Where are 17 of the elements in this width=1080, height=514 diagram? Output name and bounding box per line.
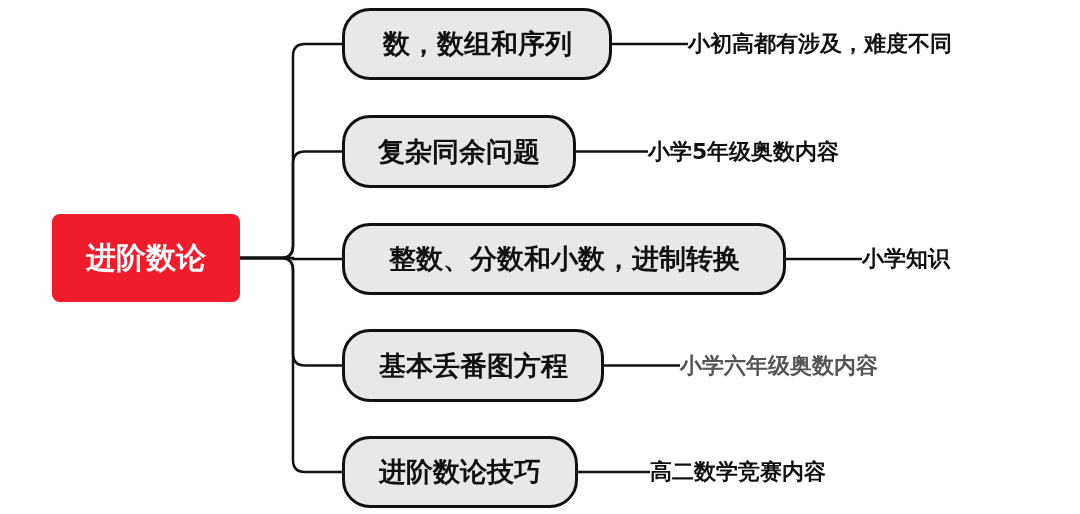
topic-box: 复杂同余问题 (342, 115, 576, 188)
connector-line (612, 42, 688, 46)
note-text: 小学5年级奥数内容 (648, 136, 888, 168)
connector-line (240, 256, 342, 474)
note-text: 高二数学竞赛内容 (650, 456, 872, 488)
topic-box: 进阶数论技巧 (342, 436, 578, 508)
connector-line (604, 364, 680, 367)
note-text: 小初高都有涉及，难度不同 (688, 28, 1018, 60)
note-text: 小学六年级奥数内容 (680, 350, 930, 382)
topic-box: 整数、分数和小数，进制转换 (342, 223, 786, 295)
connector-line (578, 470, 650, 474)
topic-box: 数，数组和序列 (342, 8, 612, 80)
connector-line (786, 257, 862, 261)
topic-box: 基本丢番图方程 (342, 329, 604, 402)
root-box: 进阶数论 (52, 214, 240, 302)
note-text: 小学知识 (862, 243, 982, 275)
connector-line (576, 150, 648, 153)
